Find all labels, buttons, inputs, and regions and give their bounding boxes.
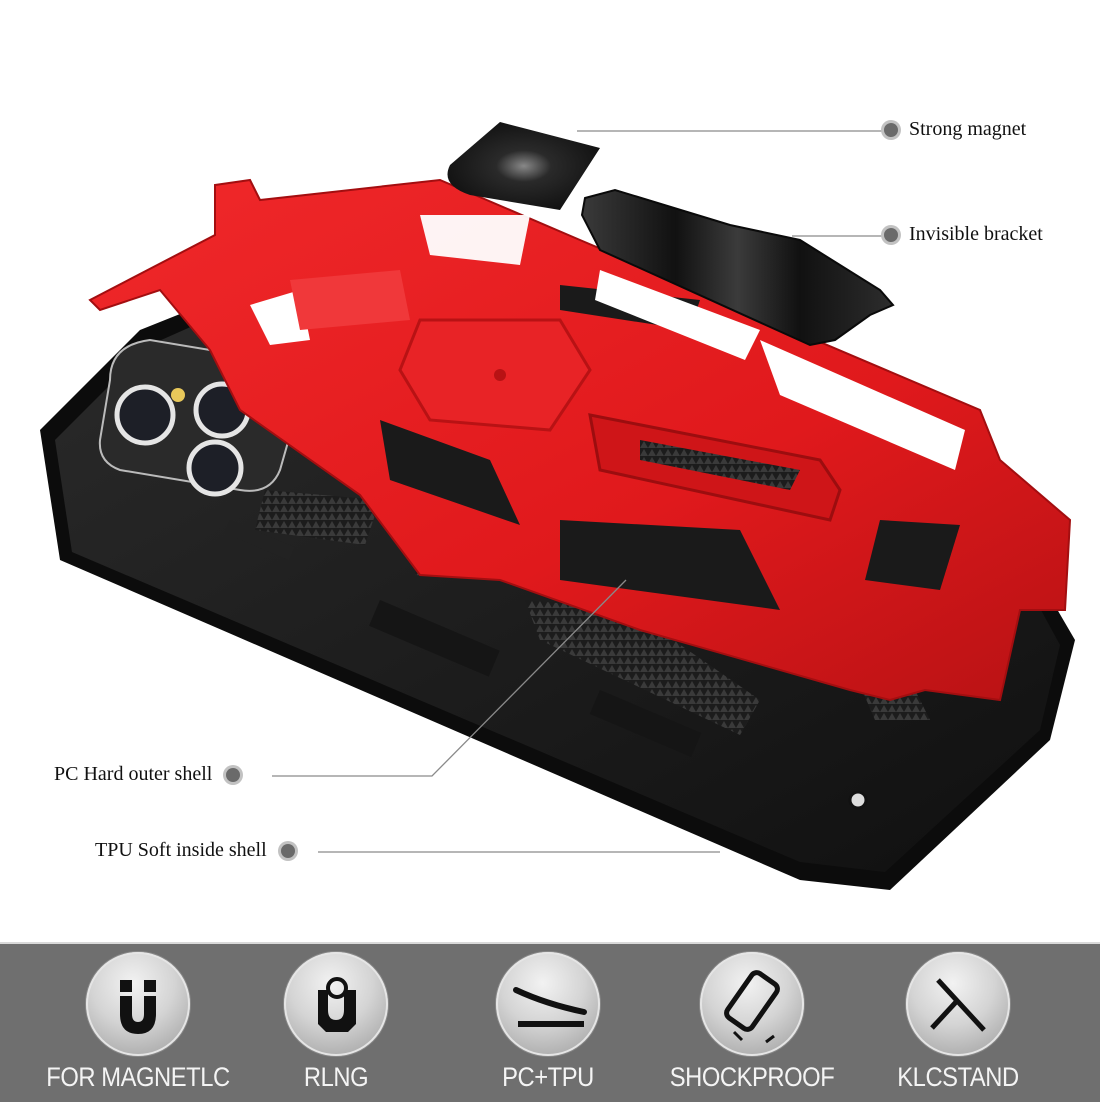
feature-badge bbox=[906, 952, 1010, 1056]
shockproof-phone-icon bbox=[724, 970, 780, 1044]
callout-dot-icon bbox=[226, 767, 241, 782]
feature-badge bbox=[86, 952, 190, 1056]
callout-dot-icon bbox=[884, 122, 898, 137]
feature-shockproof: SHOCKPROOF bbox=[647, 952, 857, 1093]
callout-label: TPU Soft inside shell bbox=[95, 839, 267, 861]
feature-pc-tpu: PC+TPU bbox=[443, 952, 653, 1093]
feature-bar: FOR MAGNETLC RLNG PC+TPU SHOCKPR bbox=[0, 942, 1100, 1102]
kickstand-icon bbox=[930, 978, 986, 1032]
feature-kickstand: KLCSTAND bbox=[853, 952, 1063, 1093]
callout-label: Invisible bracket bbox=[909, 223, 1043, 245]
feature-badge bbox=[496, 952, 600, 1056]
magnet-plate bbox=[447, 122, 600, 210]
feature-magnetic: FOR MAGNETLC bbox=[33, 952, 243, 1093]
callout-dot-icon bbox=[884, 227, 898, 242]
feature-label: FOR MAGNETLC bbox=[46, 1062, 230, 1092]
callout-label: PC Hard outer shell bbox=[54, 763, 213, 785]
feature-label: PC+TPU bbox=[502, 1062, 594, 1092]
feature-badge bbox=[284, 952, 388, 1056]
feature-label: RLNG bbox=[303, 1062, 369, 1092]
layers-icon bbox=[513, 987, 587, 1027]
ring-holder-icon bbox=[318, 977, 356, 1032]
callout-leader-lines bbox=[272, 130, 884, 853]
red-armor-frame bbox=[88, 178, 1072, 702]
callout-label: Strong magnet bbox=[909, 118, 1027, 140]
callout-dot-icon bbox=[280, 843, 295, 858]
magnet-icon bbox=[120, 980, 156, 1034]
feature-ring: RLNG bbox=[231, 952, 441, 1093]
callout-strong-magnet: Strong magnet bbox=[884, 118, 1026, 141]
feature-label: KLCSTAND bbox=[897, 1062, 1019, 1092]
invisible-bracket-part bbox=[580, 188, 895, 347]
feature-label: SHOCKPROOF bbox=[669, 1062, 835, 1092]
feature-badge bbox=[700, 952, 804, 1056]
callout-pc-hard-outer-shell: PC Hard outer shell bbox=[54, 763, 241, 786]
callout-invisible-bracket: Invisible bracket bbox=[884, 223, 1043, 246]
callout-tpu-soft-inside-shell: TPU Soft inside shell bbox=[95, 839, 295, 862]
product-illustration: Strong magnet Invisible bracket PC Hard … bbox=[40, 118, 1075, 890]
phone-case-exploded-view bbox=[40, 122, 1075, 890]
